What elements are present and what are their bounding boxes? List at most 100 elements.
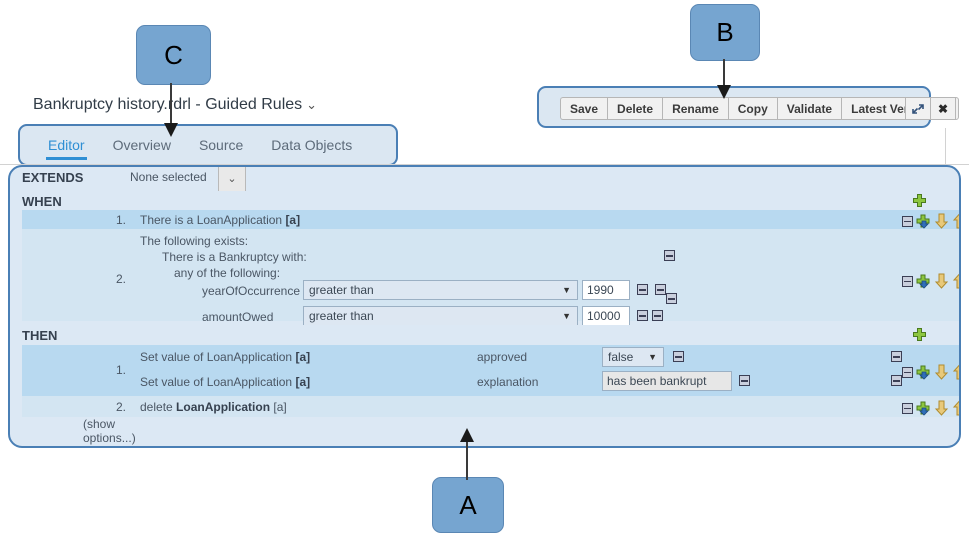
remove-icon[interactable] bbox=[902, 215, 913, 227]
callout-b: B bbox=[690, 4, 760, 61]
then-action-2-value-input[interactable]: has been bankrupt bbox=[602, 371, 732, 391]
tab-overview[interactable]: Overview bbox=[99, 126, 185, 164]
remove-icon[interactable] bbox=[902, 402, 913, 414]
constraint-1-value-text: 1990 bbox=[587, 283, 614, 297]
add-icon[interactable] bbox=[912, 327, 927, 342]
copy-button[interactable]: Copy bbox=[727, 97, 777, 120]
then-action-2-value-text: has been bankrupt bbox=[607, 374, 707, 388]
then-action-2-remove-icon[interactable] bbox=[739, 375, 750, 386]
chevron-down-icon: ▼ bbox=[562, 311, 571, 321]
editor-toolbar: Save Delete Rename Copy Validate Latest … bbox=[560, 97, 959, 120]
constraint-2-field: amountOwed bbox=[202, 310, 274, 324]
page-title: Bankruptcy history.rdrl - Guided Rules⌄ bbox=[33, 96, 317, 114]
then-action-2-binding: [a] bbox=[295, 375, 311, 389]
when-row-1-text-pre: There is a LoanApplication bbox=[140, 213, 286, 227]
then-action-1-text-pre: Set value of LoanApplication bbox=[140, 350, 296, 364]
constraint-2-value-text: 10000 bbox=[587, 309, 621, 323]
tab-data-objects-label: Data Objects bbox=[271, 137, 353, 153]
tab-editor[interactable]: Editor bbox=[34, 126, 99, 164]
move-down-icon[interactable] bbox=[934, 400, 949, 416]
constraint-1-value-input[interactable]: 1990 bbox=[582, 280, 630, 300]
callout-c-arrow-line bbox=[170, 83, 172, 125]
then-label: THEN bbox=[22, 328, 58, 343]
then-row-2-text-pre: delete bbox=[140, 400, 177, 414]
remove-icon[interactable] bbox=[902, 275, 913, 287]
when-row-2[interactable]: 2. The following exists: There is a Bank… bbox=[22, 229, 959, 326]
then-action-2-text: Set value of LoanApplication [a] bbox=[140, 375, 310, 389]
add-below-icon[interactable] bbox=[916, 401, 931, 416]
collapse-pattern-icon[interactable] bbox=[664, 250, 675, 261]
when-row-2-line-1: The following exists: bbox=[140, 234, 249, 248]
when-row-1-actions bbox=[902, 213, 959, 229]
chevron-down-icon: ▼ bbox=[648, 352, 657, 362]
then-action-2-text-pre: Set value of LoanApplication bbox=[140, 375, 296, 389]
close-glyph: ✖ bbox=[937, 101, 949, 116]
when-row-1-binding: [a] bbox=[285, 213, 301, 227]
then-action-1-field: approved bbox=[477, 350, 528, 364]
move-up-icon[interactable] bbox=[952, 400, 959, 416]
then-action-1-text: Set value of LoanApplication [a] bbox=[140, 350, 310, 364]
then-row-2-text: delete LoanApplication [a] bbox=[140, 400, 287, 414]
add-icon[interactable] bbox=[912, 193, 927, 208]
constraint-1-operator-select[interactable]: greater than ▼ bbox=[303, 280, 578, 300]
tab-data-objects[interactable]: Data Objects bbox=[257, 126, 366, 164]
expand-icon[interactable] bbox=[905, 97, 930, 120]
constraint-1-extra2-icon[interactable] bbox=[666, 293, 677, 304]
constraint-2-operator-select[interactable]: greater than ▼ bbox=[303, 306, 578, 326]
chevron-down-icon: ▼ bbox=[562, 285, 571, 295]
add-below-icon[interactable] bbox=[916, 274, 931, 289]
move-down-icon[interactable] bbox=[934, 273, 949, 289]
then-add-action bbox=[912, 327, 927, 342]
then-action-2-collapse-icon[interactable] bbox=[891, 375, 902, 386]
then-row-2-text-post: [a] bbox=[270, 400, 287, 414]
then-row-2-number: 2. bbox=[115, 400, 126, 414]
rename-button[interactable]: Rename bbox=[662, 97, 728, 120]
constraint-2-extra-icon[interactable] bbox=[652, 310, 663, 321]
callout-c-label: C bbox=[164, 39, 183, 70]
then-action-1-value-select[interactable]: false ▼ bbox=[602, 347, 664, 367]
tab-overview-label: Overview bbox=[112, 137, 171, 153]
then-action-1-value-text: false bbox=[608, 350, 634, 364]
callout-a-arrow-line bbox=[466, 442, 468, 480]
then-action-1-binding: [a] bbox=[295, 350, 311, 364]
add-below-icon[interactable] bbox=[916, 214, 931, 229]
window-controls: ✖ bbox=[905, 97, 956, 120]
constraint-2-operator-value: greater than bbox=[309, 309, 374, 323]
constraint-1-extra-icon[interactable] bbox=[655, 284, 666, 295]
add-below-icon[interactable] bbox=[916, 365, 931, 380]
constraint-2-remove-icon[interactable] bbox=[637, 310, 648, 321]
move-down-icon[interactable] bbox=[934, 364, 949, 380]
move-up-icon[interactable] bbox=[952, 213, 959, 229]
extends-dropdown-button[interactable]: ⌄ bbox=[218, 167, 246, 192]
when-row-1-number: 1. bbox=[115, 213, 126, 227]
move-down-icon[interactable] bbox=[934, 213, 949, 229]
then-row-1[interactable]: 1. Set value of LoanApplication [a] appr… bbox=[22, 345, 959, 396]
then-row-1-actions bbox=[902, 364, 959, 380]
close-icon[interactable]: ✖ bbox=[930, 97, 956, 120]
then-action-1-collapse-icon[interactable] bbox=[891, 351, 902, 362]
chevron-down-icon: ⌄ bbox=[227, 172, 237, 185]
callout-b-arrow-line bbox=[723, 59, 725, 87]
when-row-2-line-3: any of the following: bbox=[174, 266, 281, 280]
then-row-2[interactable]: 2. delete LoanApplication [a] bbox=[22, 396, 959, 417]
delete-button[interactable]: Delete bbox=[607, 97, 663, 120]
show-options-link[interactable]: (show options...) bbox=[83, 417, 136, 445]
constraint-1-field: yearOfOccurrence bbox=[202, 284, 301, 298]
when-row-1[interactable]: 1. There is a LoanApplication [a] bbox=[22, 210, 959, 229]
move-up-icon[interactable] bbox=[952, 364, 959, 380]
constraint-2-value-input[interactable]: 10000 bbox=[582, 306, 630, 326]
tab-source[interactable]: Source bbox=[185, 126, 257, 164]
save-button[interactable]: Save bbox=[560, 97, 608, 120]
then-row-2-actions bbox=[902, 400, 959, 416]
constraint-1-remove-icon[interactable] bbox=[637, 284, 648, 295]
then-action-1-remove-icon[interactable] bbox=[673, 351, 684, 362]
callout-c: C bbox=[136, 25, 211, 85]
title-chevron-down-icon[interactable]: ⌄ bbox=[306, 97, 318, 112]
remove-icon[interactable] bbox=[902, 366, 913, 378]
then-section-header: THEN bbox=[10, 325, 959, 346]
move-up-icon[interactable] bbox=[952, 273, 959, 289]
tab-bar-container: Editor Overview Source Data Objects bbox=[18, 124, 398, 166]
show-options-line-1: (show bbox=[83, 417, 116, 431]
validate-button[interactable]: Validate bbox=[776, 97, 842, 120]
tab-editor-label: Editor bbox=[48, 137, 85, 153]
